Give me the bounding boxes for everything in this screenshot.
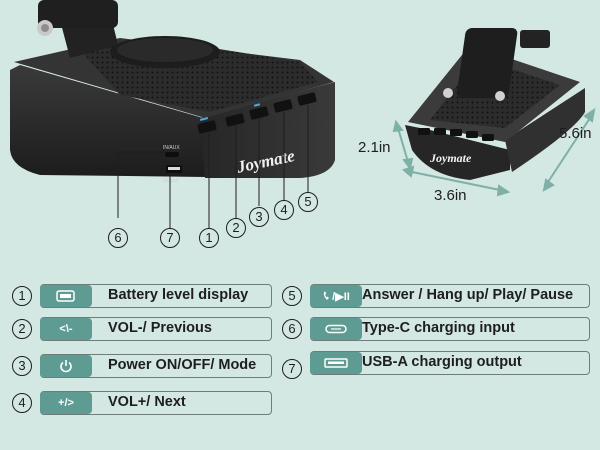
- battery-icon: [40, 285, 92, 307]
- legend-label: VOL-/ Previous: [108, 320, 212, 336]
- main-device: Joymate IN/AUX Output: [10, 0, 335, 184]
- port-label-in-aux: IN/AUX: [163, 145, 180, 151]
- legend-item-usb-a: 7 USB-A charging output: [282, 351, 592, 379]
- dimension-width: 3.6in: [434, 187, 467, 204]
- legend-label: Power ON/OFF/ Mode: [108, 357, 257, 373]
- callout-3: 3: [249, 207, 269, 227]
- phone-play-pause-text: /▶II: [332, 290, 350, 303]
- usb-a-port-icon: [310, 352, 362, 374]
- legend-number: 3: [12, 356, 32, 376]
- legend-item-battery: 1 Battery level display: [12, 284, 272, 308]
- legend-number: 7: [282, 359, 302, 379]
- callout-4: 4: [274, 200, 294, 220]
- power-icon: [40, 355, 92, 377]
- legend-label: Type-C charging input: [362, 320, 515, 336]
- usb-c-port-icon: [310, 318, 362, 340]
- dimension-arrows: [392, 107, 596, 197]
- legend-label: VOL+/ Next: [108, 394, 186, 410]
- legend-number: 4: [12, 393, 32, 413]
- callout-2: 2: [226, 218, 246, 238]
- callout-6: 6: [108, 228, 128, 248]
- legend-number: 6: [282, 319, 302, 339]
- legend-item-answer: 5 /▶II Answer / Hang up/ Play/ Pause: [282, 284, 592, 308]
- legend-item-vol-minus: 2 <\- VOL-/ Previous: [12, 317, 272, 341]
- legend-label: USB-A charging output: [362, 354, 522, 370]
- legend-item-type-c: 6 Type-C charging input: [282, 317, 592, 341]
- legend-label: Answer / Hang up/ Play/ Pause: [362, 287, 574, 303]
- phone-play-pause-icon: /▶II: [310, 285, 362, 307]
- dimension-height: 2.1in: [358, 139, 391, 156]
- callout-5: 5: [298, 192, 318, 212]
- legend-number: 1: [12, 286, 32, 306]
- port-label-output: Output: [163, 178, 179, 184]
- main-device-buttons: [197, 92, 317, 134]
- legend-item-vol-plus: 4 +/> VOL+/ Next: [12, 391, 272, 415]
- legend-number: 5: [282, 286, 302, 306]
- legend-item-power: 3 Power ON/OFF/ Mode: [12, 354, 272, 378]
- callout-leaders: [117, 105, 309, 228]
- vol-minus-previous-icon: <\-: [40, 318, 92, 340]
- legend-label: Battery level display: [108, 287, 249, 303]
- vol-plus-next-icon: +/>: [40, 392, 92, 414]
- callout-1: 1: [199, 228, 219, 248]
- product-illustration: Joymate IN/AUX Output: [10, 0, 596, 228]
- legend-number: 2: [12, 319, 32, 339]
- callout-7: 7: [160, 228, 180, 248]
- dimension-device: Joymate: [405, 28, 585, 180]
- brand-logo-small: Joymate: [429, 151, 472, 165]
- main-device-ports: IN/AUX Output: [163, 145, 182, 184]
- dimension-depth: 5.6in: [559, 125, 592, 142]
